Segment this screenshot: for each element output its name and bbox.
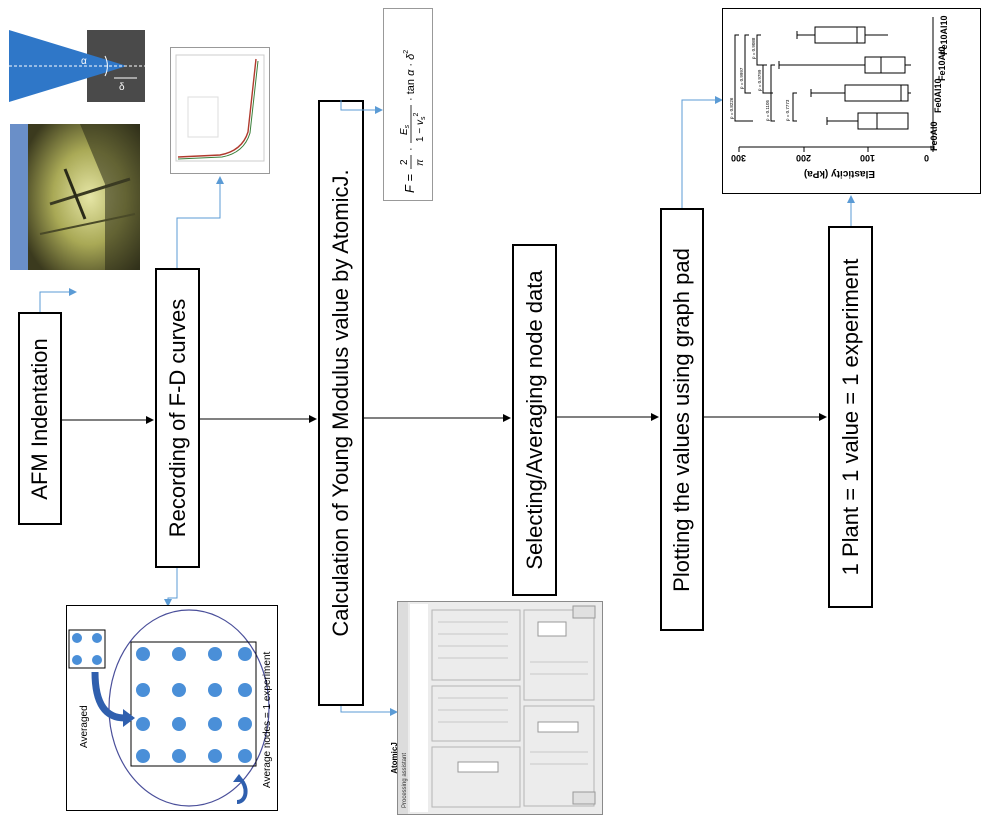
afm-tip-diagram: α δ — [9, 30, 145, 102]
fd-curve-plot — [170, 47, 270, 174]
blue-link-fd-down — [164, 568, 178, 607]
step-fd-curves: Recording of F-D curves — [155, 268, 200, 568]
tip-angle-label: α — [81, 56, 87, 67]
tick-label: 200 — [796, 153, 811, 163]
tip-cone — [9, 30, 127, 102]
step-afm-indentation: AFM Indentation — [18, 312, 62, 525]
grid-node — [172, 717, 186, 731]
group-label: Fe10Al0 — [937, 46, 947, 81]
grid-node — [208, 717, 222, 731]
step-plotting: Plotting the values using graph pad — [660, 208, 704, 631]
svg-text:·: · — [405, 147, 417, 151]
grid-node — [238, 749, 252, 763]
box-fe0al10 — [810, 84, 911, 102]
pvalue-label: p = 0.9799 — [757, 69, 762, 91]
formula-graphic: F = 2 π · Es 1 − vs2 · tan α · δ2 — [399, 50, 427, 193]
tick-label: 100 — [860, 153, 875, 163]
pvalue-label: p = 0.1105 — [765, 99, 770, 121]
step-young-modulus: Calculation of Young Modulus value by At… — [318, 100, 364, 706]
node-grid — [136, 647, 252, 763]
tick-label: 0 — [924, 153, 929, 163]
svg-text:· tan α · δ2: · tan α · δ2 — [403, 50, 417, 101]
blue-link-ym-up — [340, 100, 383, 114]
atomicj-window: Processing assistant — [397, 601, 603, 815]
svg-text:2: 2 — [399, 159, 410, 165]
pvalue-label: p = 0.7773 — [785, 99, 790, 121]
grid-node — [238, 647, 252, 661]
pvalue-label: p = 0.9997 — [739, 67, 744, 89]
blue-link-ym-down — [340, 706, 398, 716]
axis-ticks — [738, 147, 934, 152]
grid-node — [238, 717, 252, 731]
grid-node — [208, 749, 222, 763]
averaged-arrow — [91, 671, 126, 722]
svg-text:F =: F = — [402, 174, 417, 193]
fd-curve-line — [177, 58, 257, 158]
atomicj-title: AtomicJ — [390, 742, 399, 774]
avg-node — [92, 633, 102, 643]
box-fe10al0 — [778, 56, 911, 74]
box-fe0al0 — [826, 112, 909, 130]
step-selecting-averaging: Selecting/Averaging node data — [512, 244, 557, 596]
blue-link-fd-up — [176, 176, 224, 268]
svg-text:1 − vs2: 1 − vs2 — [413, 113, 427, 142]
average-nodes-note: Average nodes = 1 experiment — [262, 651, 273, 788]
svg-text:π: π — [415, 159, 426, 166]
grid-node — [136, 749, 150, 763]
svg-text:Es: Es — [399, 124, 411, 135]
boxplot-panel: 0 100 200 300 Elasticity (kPa) — [722, 8, 981, 194]
tip-depth-label: δ — [119, 82, 125, 93]
avg-node — [72, 633, 82, 643]
grid-node — [172, 683, 186, 697]
atomicj-graphic: Processing assistant — [398, 602, 596, 814]
step-plant-experiment: 1 Plant = 1 value = 1 experiment — [828, 226, 873, 608]
formula-box: F = 2 π · Es 1 − vs2 · tan α · δ2 — [383, 8, 433, 201]
grid-node — [136, 683, 150, 697]
grid-node — [208, 647, 222, 661]
blue-link-plot — [681, 96, 723, 208]
microscope-photo — [10, 124, 140, 270]
tick-label: 300 — [731, 153, 746, 163]
grid-node — [172, 749, 186, 763]
box-fe10al10 — [796, 26, 888, 44]
avg-node — [72, 655, 82, 665]
averaging-diagram: Averaged Average nodes = 1 experiment — [66, 605, 278, 811]
pvalue-label: p = 0.8226 — [729, 97, 734, 119]
grid-node — [238, 683, 252, 697]
group-label: Fe0Al0 — [929, 121, 939, 151]
blue-link-afm — [39, 288, 77, 312]
axis-label: Elasticity (kPa) — [804, 168, 875, 179]
group-label: Fe0Al10 — [933, 78, 943, 113]
pvalue-label: p = 0.9088 — [751, 37, 756, 59]
averaged-label: Averaged — [79, 705, 90, 748]
boxplot-graphic: 0 100 200 300 Elasticity (kPa) — [729, 15, 949, 179]
avg-node — [92, 655, 102, 665]
grid-node — [136, 717, 150, 731]
averaging-graphic: Averaged Average nodes = 1 experiment — [68, 609, 273, 807]
grid-node — [172, 647, 186, 661]
group-label: Fe10Al10 — [939, 15, 949, 55]
grid-node — [208, 683, 222, 697]
grid-node — [136, 647, 150, 661]
atomicj-window-title: Processing assistant — [402, 753, 408, 808]
